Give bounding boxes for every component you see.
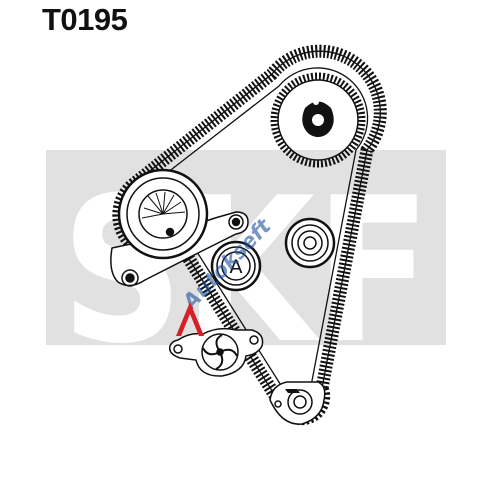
idler-pulley-icon: [210, 240, 262, 292]
watermark-logo-icon: [176, 302, 204, 336]
water-pump-housing: [168, 327, 264, 377]
camshaft-sprocket: [270, 72, 366, 168]
part-code-title: T0195: [42, 2, 128, 37]
sprocket-rim: [277, 79, 359, 161]
idler-pulley-label: A: [230, 256, 243, 278]
crankshaft-sprocket: [269, 381, 326, 425]
idler-pulley-right: [284, 217, 336, 269]
water-pump: [168, 327, 264, 377]
belt-tensioner: [110, 168, 249, 287]
crank-sprocket-icon: [269, 381, 326, 425]
idler-pulley-icon: [284, 217, 336, 269]
idler-pulley-a: A: [210, 240, 262, 292]
sprocket-teeth: [270, 72, 366, 168]
